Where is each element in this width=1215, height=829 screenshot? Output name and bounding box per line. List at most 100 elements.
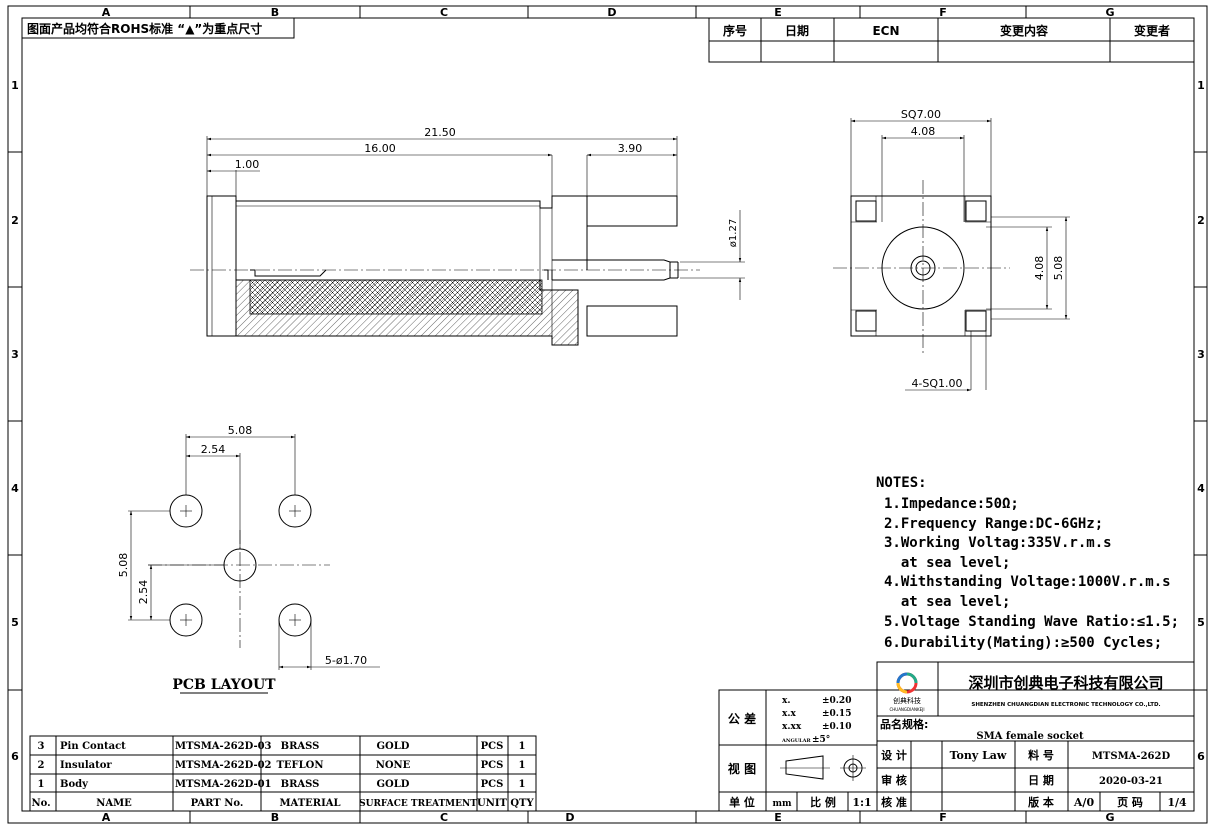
- bom-r1-no: 2: [38, 760, 45, 771]
- header-note-box: [21, 17, 295, 39]
- bom-h-qty: QTY: [510, 798, 534, 809]
- unit-label: 单 位: [729, 795, 755, 809]
- dim-pin-dia-label: ø1.27: [728, 219, 739, 247]
- rev-header-changer: 变更者: [1134, 23, 1170, 38]
- dim-overall-label: 21.50: [424, 126, 456, 139]
- note-2: 2.Frequency Range:DC-6GHz;: [884, 516, 1103, 532]
- front-flange: [206, 195, 237, 337]
- col-letter-top-b: B: [271, 6, 279, 19]
- pcb-dim-span-h: 5.08: [228, 424, 253, 437]
- col-letter-top-a: A: [102, 6, 111, 19]
- bom-r1-qty: 1: [519, 760, 526, 771]
- note-3: 3.Working Voltag:335V.r.m.s: [884, 535, 1112, 551]
- review-label: 审 核: [881, 773, 907, 787]
- col-letter-top-g: G: [1105, 6, 1114, 19]
- company-name-en: SHENZHEN CHUANGDIAN ELECTRONIC TECHNOLOG…: [971, 702, 1160, 708]
- zone-ticks: [8, 6, 1207, 823]
- col-letter-top-e: E: [774, 6, 782, 19]
- col-letter-bottom-f: F: [939, 811, 947, 824]
- pin-upper: [586, 195, 678, 227]
- tol-v-2: ±0.10: [822, 722, 851, 732]
- bom-r2-name: Body: [60, 779, 89, 790]
- version-value: A/0: [1073, 796, 1095, 809]
- angle-label: ANGULAR: [781, 738, 811, 744]
- row-number-left-4: 4: [11, 482, 19, 495]
- notes-title: NOTES:: [876, 475, 927, 491]
- tol-k-0: x.: [782, 696, 791, 706]
- col-letter-top-c: C: [440, 6, 448, 19]
- top-view-square: [850, 195, 992, 337]
- row-number-left-2: 2: [11, 214, 19, 227]
- design-label: 设 计: [881, 748, 907, 762]
- outer-frame: [7, 5, 1208, 824]
- col-letter-top-d: D: [607, 6, 616, 19]
- side-view-section: 21.50 16.00 3.90 1.00 ø1.27: [190, 126, 745, 346]
- revision-table: 序号 日期 ECN 变更内容 变更者: [708, 17, 1195, 63]
- top-view: SQ7.00 4.08 4.08 5.08 4-SQ1.00: [833, 108, 1070, 392]
- row-number-left-5: 5: [11, 616, 19, 629]
- logo-sub: CHUANGDIANKEJI: [889, 707, 924, 712]
- tol-k-2: x.xx: [782, 722, 802, 732]
- col-letter-bottom-c: C: [440, 811, 448, 824]
- drawing-date: 2020-03-21: [1099, 776, 1163, 787]
- bom-r1-surface: NONE: [376, 760, 411, 771]
- approve-label: 核 准: [881, 795, 907, 809]
- designer-name: Tony Law: [950, 749, 1007, 762]
- dim-pads-label: 4-SQ1.00: [911, 377, 962, 390]
- pin-lower: [586, 305, 678, 337]
- view-label: 视 图: [728, 761, 756, 776]
- bom-h-no: No.: [31, 798, 50, 809]
- insulator-crosshatch: [249, 279, 543, 315]
- dim-flange-label: 1.00: [235, 158, 260, 171]
- title-block: 创典科技 CHUANGDIANKEJI 深圳市创典电子科技有限公司 SHENZH…: [718, 661, 1195, 812]
- bom-r0-qty: 1: [519, 741, 526, 752]
- date-label: 日 期: [1028, 773, 1054, 787]
- page-value: 1/4: [1167, 796, 1187, 809]
- note-6: 6.Durability(Mating):≥500 Cycles;: [884, 635, 1162, 651]
- bom-r1-name: Insulator: [60, 760, 112, 771]
- bom-h-name: NAME: [96, 798, 132, 809]
- scale-label: 比 例: [810, 795, 836, 809]
- col-letter-bottom-b: B: [271, 811, 279, 824]
- rev-header-no: 序号: [723, 23, 747, 38]
- company-logo: [896, 672, 918, 694]
- col-letter-bottom-a: A: [102, 811, 111, 824]
- page-label: 页 码: [1117, 796, 1143, 809]
- dim-pitch-v-label: 4.08: [1033, 256, 1046, 281]
- row-number-right-2: 2: [1197, 214, 1205, 227]
- company-name-cn: 深圳市创典电子科技有限公司: [968, 674, 1163, 692]
- logo-text: 创典科技: [893, 696, 921, 705]
- note-3-cont: at sea level;: [884, 555, 1010, 571]
- bom-r1-part: MTSMA-262D-02: [175, 760, 272, 771]
- pcb-dim-half-h: 2.54: [201, 443, 226, 456]
- note-5: 5.Voltage Standing Wave Ratio:≤1.5;: [884, 614, 1179, 630]
- bom-r2-unit: PCS: [481, 779, 504, 790]
- rev-header-ecn: ECN: [872, 24, 899, 38]
- tol-v-0: ±0.20: [822, 696, 851, 706]
- product-value: SMA female socket: [976, 731, 1084, 742]
- row-number-right-4: 4: [1197, 482, 1205, 495]
- col-letter-top-f: F: [939, 6, 947, 19]
- pcb-dim-half-v: 2.54: [137, 580, 150, 605]
- row-number-right-3: 3: [1197, 348, 1205, 361]
- rev-header-date: 日期: [785, 23, 809, 38]
- dim-square-label: SQ7.00: [901, 108, 941, 121]
- dim-span-v-label: 5.08: [1052, 256, 1065, 281]
- row-number-right-5: 5: [1197, 616, 1205, 629]
- tol-v-1: ±0.15: [822, 709, 851, 719]
- bom-r0-name: Pin Contact: [60, 741, 126, 752]
- bom-r2-qty: 1: [519, 779, 526, 790]
- pcb-layout-title: PCB LAYOUT: [172, 677, 276, 693]
- bom-h-material: MATERIAL: [279, 798, 340, 809]
- part-number: MTSMA-262D: [1092, 751, 1171, 762]
- note-4: 4.Withstanding Voltage:1000V.r.m.s: [884, 574, 1171, 590]
- note-4-cont: at sea level;: [884, 594, 1010, 610]
- pcb-layout: 5.08 2.54 5.08 2.54 5-ø1.70 PCB LAYOUT: [117, 424, 380, 694]
- notes: NOTES: 1.Impedance:50Ω; 2.Frequency Rang…: [876, 475, 1179, 651]
- col-letter-bottom-d: D: [565, 811, 574, 824]
- bom-r2-no: 1: [38, 779, 45, 790]
- inner-frame: [21, 17, 1195, 812]
- row-number-right-6: 6: [1197, 750, 1205, 763]
- bom-h-surface: SURFACE TREATMENT: [359, 799, 477, 809]
